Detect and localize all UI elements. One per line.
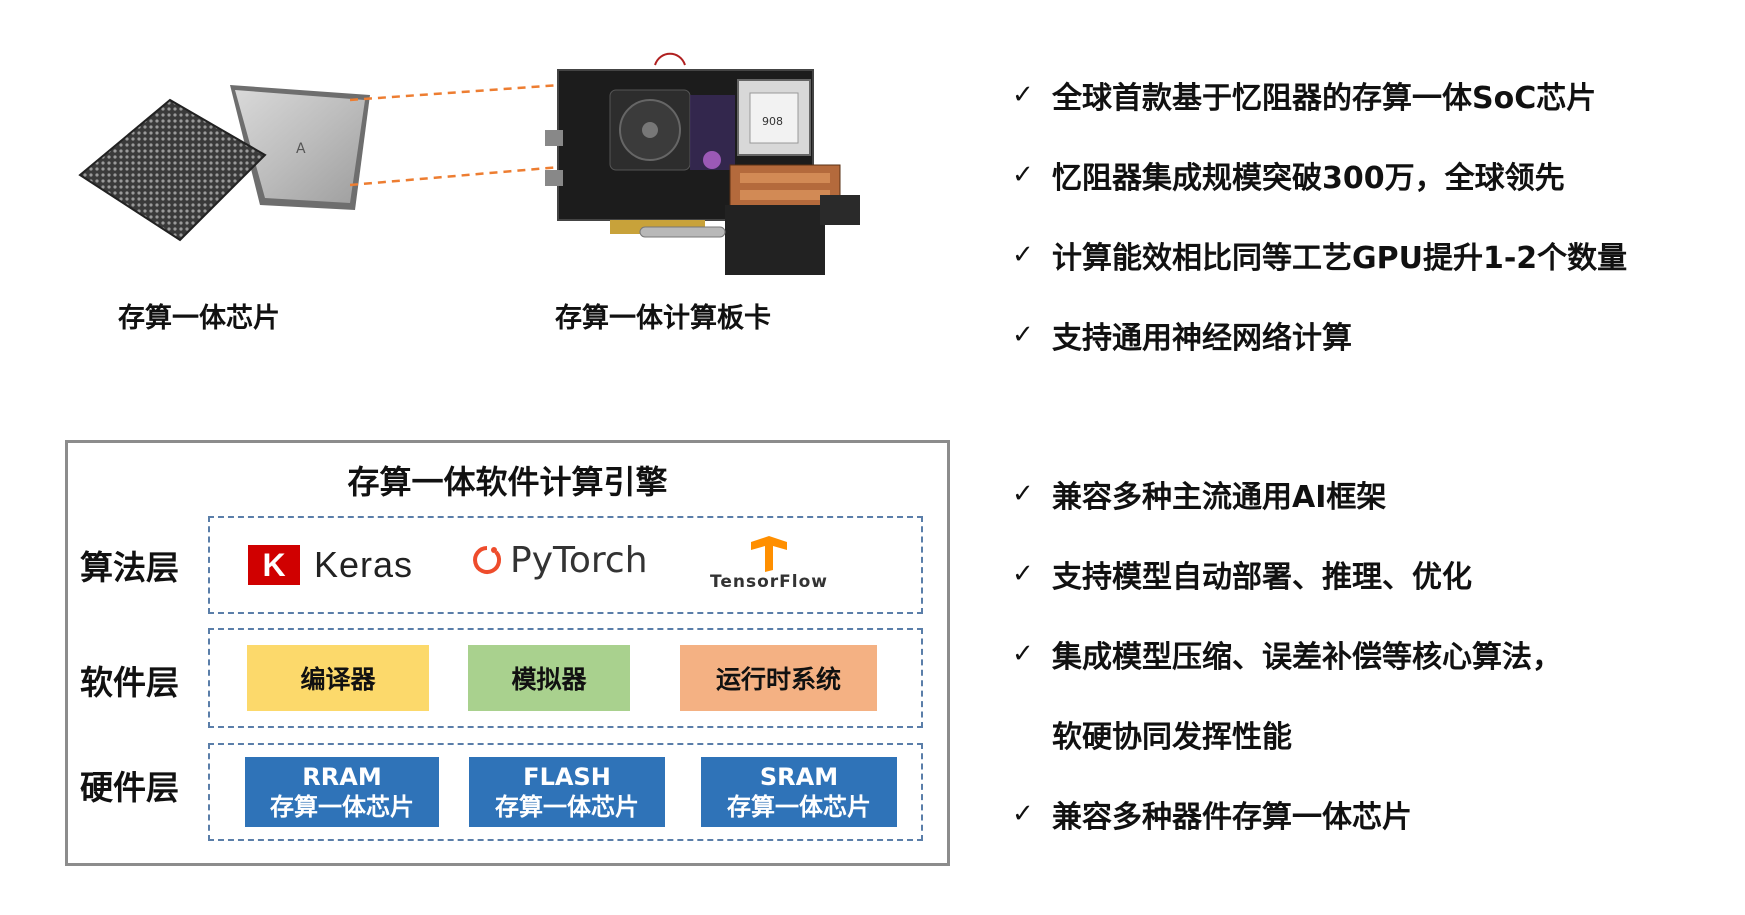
feature-text: 忆阻器集成规模突破300万，全球领先 <box>1052 161 1565 196</box>
tensorflow-label: TensorFlow <box>710 572 828 592</box>
feature-text: 全球首款基于忆阻器的存算一体SoC芯片 <box>1052 81 1597 116</box>
simulator-block: 模拟器 <box>468 645 630 711</box>
check-icon: ✓ <box>1012 479 1034 509</box>
pytorch-logo: PyTorch <box>470 540 648 581</box>
feature-text: 支持通用神经网络计算 <box>1052 321 1352 356</box>
feature-item: ✓ 全球首款基于忆阻器的存算一体SoC芯片 <box>1012 73 1596 117</box>
feature-item: ✓ 忆阻器集成规模突破300万，全球领先 <box>1012 153 1565 197</box>
engine-title: 存算一体软件计算引擎 <box>347 463 668 501</box>
feature-item: ✓ 计算能效相比同等工艺GPU提升1-2个数量 <box>1012 233 1627 277</box>
feature-text: 兼容多种器件存算一体芯片 <box>1052 800 1412 835</box>
feature-text: 集成模型压缩、误差补偿等核心算法， <box>1052 640 1562 675</box>
check-icon: ✓ <box>1012 799 1034 829</box>
feature-item: ✓ 集成模型压缩、误差补偿等核心算法， <box>1012 632 1562 676</box>
rram-chip-block: RRAM 存算一体芯片 <box>245 757 439 827</box>
hw-type: FLASH <box>523 763 611 791</box>
sram-chip-block: SRAM 存算一体芯片 <box>701 757 897 827</box>
check-icon: ✓ <box>1012 559 1034 589</box>
board-label: 908 <box>762 115 783 128</box>
check-icon: ✓ <box>1012 320 1034 350</box>
check-icon: ✓ <box>1012 240 1034 270</box>
hw-desc: 存算一体芯片 <box>495 793 639 821</box>
hw-desc: 存算一体芯片 <box>727 793 871 821</box>
feature-item: ✓ 支持通用神经网络计算 <box>1012 313 1352 357</box>
link-lines <box>350 83 561 187</box>
feature-text: 软硬协同发挥性能 <box>1052 720 1292 755</box>
hardware-layer: RRAM 存算一体芯片 FLASH 存算一体芯片 SRAM 存算一体芯片 <box>208 743 923 841</box>
tensorflow-icon <box>750 536 787 572</box>
software-layer: 编译器 模拟器 运行时系统 <box>208 628 923 728</box>
software-engine-panel: 存算一体软件计算引擎 算法层 K Keras PyTorch TensorFlo… <box>65 440 950 866</box>
keras-label: Keras <box>314 544 414 585</box>
hw-type: RRAM <box>302 763 382 791</box>
board-caption: 存算一体计算板卡 <box>555 303 771 334</box>
check-icon: ✓ <box>1012 639 1034 669</box>
chip-image: A <box>78 85 370 242</box>
hw-type: SRAM <box>759 763 839 791</box>
algorithm-layer: K Keras PyTorch TensorFlow <box>208 516 923 614</box>
board-image: 908 <box>545 52 860 275</box>
feature-item: ✓ 支持模型自动部署、推理、优化 <box>1012 552 1472 596</box>
algorithm-layer-label: 算法层 <box>80 548 179 587</box>
feature-item: ✓ 兼容多种主流通用AI框架 <box>1012 472 1386 516</box>
hardware-layer-label: 硬件层 <box>80 768 179 807</box>
feature-item: ✓ 兼容多种器件存算一体芯片 <box>1012 792 1412 836</box>
feature-item-continuation: 软硬协同发挥性能 <box>1052 712 1292 756</box>
hw-desc: 存算一体芯片 <box>270 793 414 821</box>
pytorch-icon <box>473 545 502 574</box>
feature-text: 计算能效相比同等工艺GPU提升1-2个数量 <box>1052 241 1628 276</box>
software-layer-label: 软件层 <box>80 663 179 702</box>
check-icon: ✓ <box>1012 160 1034 190</box>
chip-caption: 存算一体芯片 <box>118 303 280 334</box>
keras-icon: K <box>248 545 300 585</box>
tensorflow-logo: TensorFlow <box>710 536 828 592</box>
compiler-block: 编译器 <box>247 645 429 711</box>
chip-mark: A <box>296 141 306 157</box>
feature-text: 兼容多种主流通用AI框架 <box>1052 480 1387 515</box>
runtime-system-block: 运行时系统 <box>680 645 877 711</box>
keras-logo: K Keras <box>248 544 413 586</box>
flash-chip-block: FLASH 存算一体芯片 <box>469 757 665 827</box>
feature-text: 支持模型自动部署、推理、优化 <box>1052 560 1472 595</box>
pytorch-label: PyTorch <box>510 540 648 581</box>
check-icon: ✓ <box>1012 80 1034 110</box>
